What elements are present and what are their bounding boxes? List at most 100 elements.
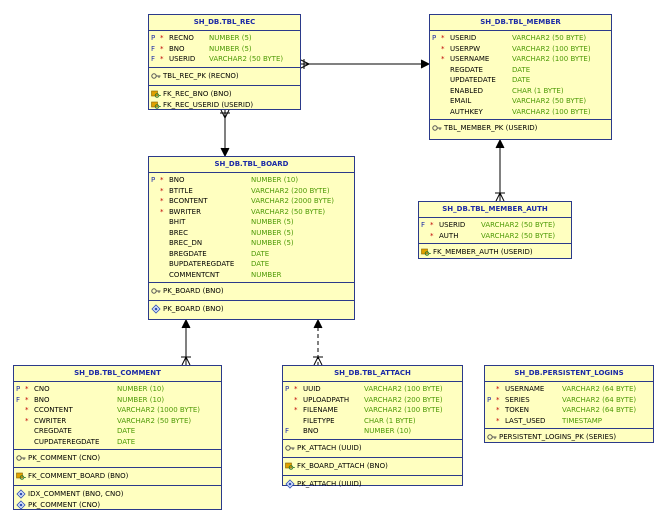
constraint-row[interactable]: FK_REC_USERID (USERID) bbox=[149, 100, 300, 110]
key-flag: F bbox=[421, 221, 426, 229]
column-type: VARCHAR2 (64 BYTE) bbox=[562, 385, 637, 393]
constraint-row[interactable]: PERSISTENT_LOGINS_PK (SERIES) bbox=[485, 432, 653, 442]
constraint-label: PK_BOARD (BNO) bbox=[163, 287, 224, 295]
column-type: DATE bbox=[117, 427, 136, 435]
foreign-key-section: FK_MEMBER_AUTH (USERID) bbox=[419, 244, 571, 261]
mandatory-flag: * bbox=[430, 221, 434, 229]
constraint-row[interactable]: PK_ATTACH (UUID) bbox=[283, 443, 462, 453]
constraint-label: PK_ATTACH (UUID) bbox=[297, 443, 362, 452]
column-name: COMMENTCNT bbox=[169, 270, 220, 279]
constraint-row[interactable]: PK_BOARD (BNO) bbox=[149, 286, 354, 296]
column-name: BREC_DN bbox=[169, 239, 203, 247]
column-name: USERID bbox=[169, 55, 196, 63]
mandatory-flag: * bbox=[160, 176, 164, 184]
column-name: AUTH bbox=[439, 231, 459, 240]
column-name: BNO bbox=[303, 427, 319, 435]
mandatory-flag: * bbox=[25, 395, 29, 404]
constraint-row[interactable]: FK_COMMENT_BOARD (BNO) bbox=[14, 471, 221, 481]
column-type: VARCHAR2 (100 BYTE) bbox=[512, 44, 591, 53]
mandatory-flag: * bbox=[441, 34, 445, 42]
key-flag: F bbox=[16, 395, 21, 404]
constraint-row[interactable]: FK_BOARD_ATTACH (BNO) bbox=[283, 461, 462, 471]
column-row[interactable]: COMMENTCNT NUMBER bbox=[149, 270, 354, 280]
column-name: USERPW bbox=[450, 44, 480, 53]
key-icon bbox=[151, 71, 161, 81]
index-icon bbox=[151, 304, 161, 314]
column-type: CHAR (1 BYTE) bbox=[512, 86, 564, 95]
constraint-row[interactable]: TBL_MEMBER_PK (USERID) bbox=[430, 123, 611, 133]
constraint-row[interactable]: PK_ATTACH (UUID) bbox=[283, 478, 462, 489]
column-type: DATE bbox=[117, 437, 136, 446]
primary-key-section: TBL_REC_PK (RECNO) bbox=[149, 68, 300, 86]
mandatory-flag: * bbox=[496, 416, 500, 425]
column-name: CREGDATE bbox=[34, 427, 72, 435]
constraint-row[interactable]: FK_REC_BNO (BNO) bbox=[149, 89, 300, 99]
constraint-row[interactable]: IDX_COMMENT (BNO, CNO) bbox=[14, 489, 221, 499]
column-name: UPLOADPATH bbox=[303, 395, 350, 404]
column-type: NUMBER (5) bbox=[251, 228, 294, 237]
column-type: CHAR (1 BYTE) bbox=[364, 416, 416, 425]
column-type: NUMBER bbox=[251, 270, 282, 279]
column-type: NUMBER (5) bbox=[251, 239, 294, 247]
constraint-row[interactable]: FK_MEMBER_AUTH (USERID) bbox=[419, 247, 571, 257]
column-type: VARCHAR2 (50 BYTE) bbox=[251, 207, 326, 216]
column-type: NUMBER (5) bbox=[251, 218, 294, 226]
foreign-key-section: FK_REC_BNO (BNO)FK_REC_USERID (USERID) bbox=[149, 86, 300, 114]
constraint-row[interactable]: PK_BOARD (BNO) bbox=[149, 304, 354, 314]
constraint-row[interactable]: PK_COMMENT (CNO) bbox=[14, 453, 221, 463]
foreign-key-section: FK_BOARD_ATTACH (BNO) bbox=[283, 458, 462, 476]
constraint-row[interactable]: TBL_REC_PK (RECNO) bbox=[149, 71, 300, 81]
column-row[interactable]: BREC_DN NUMBER (5) bbox=[149, 238, 354, 248]
column-type: VARCHAR2 (64 BYTE) bbox=[562, 395, 637, 404]
constraint-label: PK_COMMENT (CNO) bbox=[28, 501, 101, 509]
column-name: LAST_USED bbox=[505, 416, 546, 425]
column-row[interactable]: CREGDATE DATE bbox=[14, 426, 221, 436]
constraint-row[interactable]: PK_COMMENT (CNO) bbox=[14, 500, 221, 510]
column-name: UPDATEDATE bbox=[450, 76, 496, 84]
column-name: USERNAME bbox=[505, 385, 545, 393]
